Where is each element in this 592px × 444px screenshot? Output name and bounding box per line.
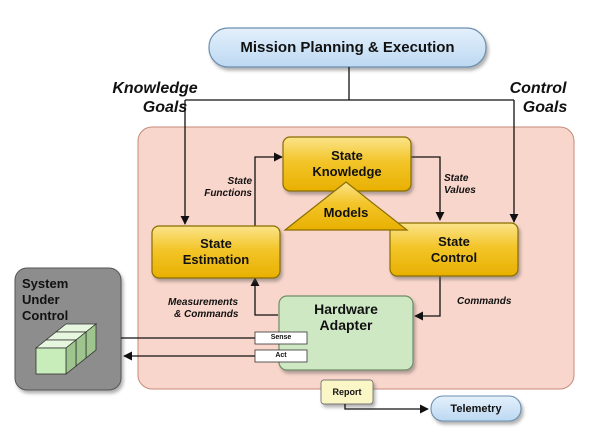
- mission-planning-label: Mission Planning & Execution: [240, 38, 455, 56]
- knowledge-goals-line2: Goals: [142, 99, 188, 116]
- measurements-line2: & Commands: [174, 309, 239, 320]
- hardware-adapter-line2: Adapter: [319, 317, 373, 333]
- hardware-adapter-label: Hardware Adapter: [279, 297, 413, 337]
- state-estimation-box: [151, 225, 281, 279]
- sense-tag: [254, 331, 308, 345]
- measurements-line1: Measurements: [168, 297, 239, 308]
- report-label: Report: [332, 387, 362, 397]
- models-label: Models: [323, 205, 369, 220]
- system-under-control-line3: Control: [22, 308, 69, 323]
- state-functions-label: State Functions: [196, 176, 252, 200]
- system-under-control-label: System Under Control: [22, 276, 112, 324]
- state-control-box: [389, 222, 519, 277]
- knowledge-goals-label: Knowledge Goals: [100, 79, 210, 117]
- measurements-arrow: [250, 277, 278, 316]
- state-values-label: State Values: [444, 173, 494, 197]
- state-estimation-label: State Estimation: [152, 226, 280, 278]
- state-estimation-line2: Estimation: [182, 252, 250, 267]
- state-functions-arrow: [254, 152, 283, 226]
- report-box: [320, 379, 374, 405]
- state-knowledge-label: State Knowledge: [283, 137, 411, 191]
- goal-connector-line: [185, 67, 514, 101]
- state-control-label: State Control: [390, 223, 518, 276]
- act-tag: [254, 349, 308, 363]
- knowledge-goals-line1: Knowledge: [112, 80, 198, 97]
- state-values-line1: State: [444, 173, 469, 184]
- commands-arrow: [414, 276, 441, 321]
- system-under-control-line2: Under: [22, 292, 60, 307]
- control-goals-line2: Goals: [522, 99, 568, 116]
- measurements-commands-label: Measurements & Commands: [168, 297, 258, 321]
- models-triangle: [283, 181, 409, 231]
- state-control-line2: Control: [430, 249, 478, 265]
- state-knowledge-line2: Knowledge: [312, 164, 382, 179]
- state-knowledge-line1: State: [331, 148, 363, 163]
- control-goals-line1: Control: [509, 80, 567, 97]
- telemetry-box: [430, 395, 522, 422]
- state-control-line1: State: [438, 233, 470, 249]
- state-values-line2: Values: [444, 185, 476, 196]
- state-values-arrow: [411, 156, 445, 221]
- telemetry-label: Telemetry: [450, 402, 502, 415]
- report-to-telemetry-arrow: [344, 404, 429, 414]
- sense-label: Sense: [270, 334, 292, 341]
- commands-label: Commands: [457, 296, 512, 307]
- hardware-adapter-line1: Hardware: [314, 301, 378, 317]
- state-functions-line1: State: [227, 176, 252, 187]
- control-goals-label: Control Goals: [498, 79, 578, 117]
- mission-planning-box: [208, 27, 487, 68]
- act-label: Act: [275, 352, 287, 359]
- state-estimation-line1: State: [200, 236, 232, 251]
- state-functions-line2: Functions: [204, 188, 252, 199]
- system-under-control-line1: System: [22, 276, 69, 291]
- system-hardware-stack: [34, 323, 98, 375]
